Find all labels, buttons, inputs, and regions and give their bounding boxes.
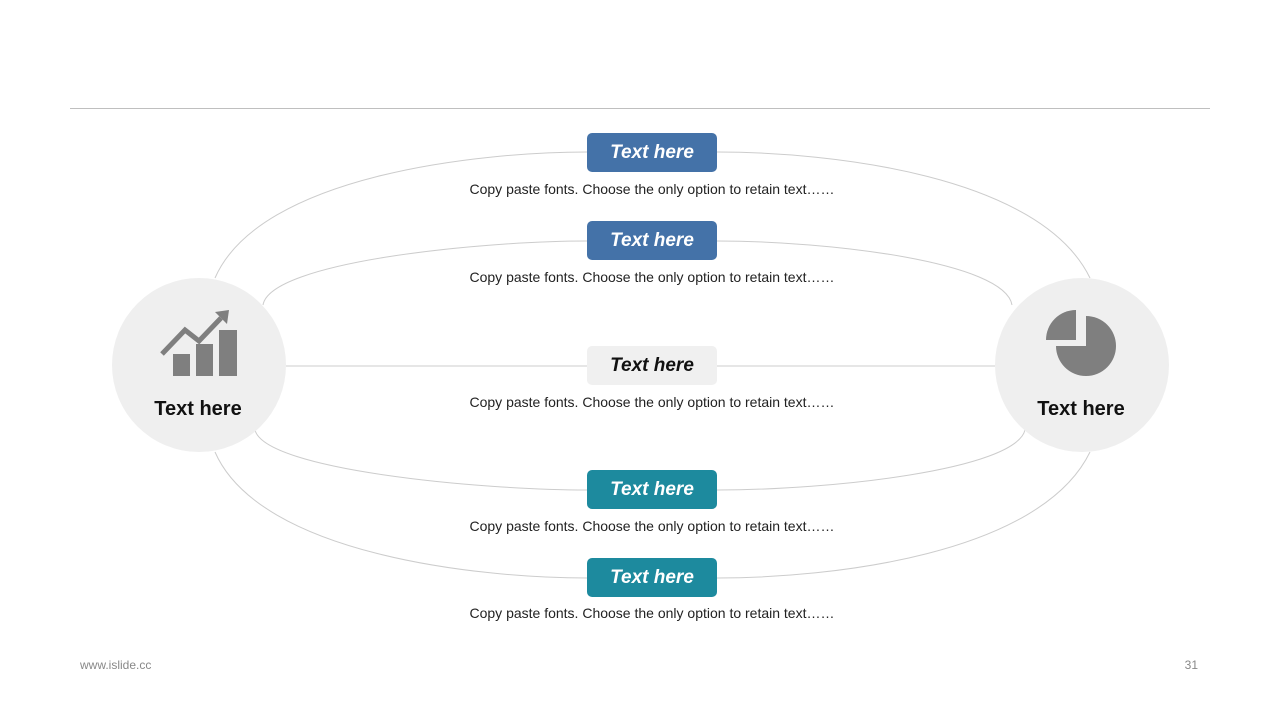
item-text-2: Copy paste fonts. Choose the only option… — [469, 269, 835, 285]
left-node-label: Text here — [154, 398, 242, 420]
connector-outer-top — [214, 151, 1091, 279]
item-title-3: Text here — [587, 346, 717, 385]
page-number: 31 — [1184, 658, 1198, 672]
pie-chart-icon — [1046, 310, 1116, 376]
footer-website: www.islide.cc — [80, 658, 152, 672]
connector-inner-bottom — [254, 429, 1026, 491]
connector-inner-top — [262, 240, 1013, 306]
connector-outer-bottom — [214, 451, 1091, 579]
item-title-5: Text here — [587, 558, 717, 597]
item-title-2: Text here — [587, 221, 717, 260]
top-divider — [70, 108, 1210, 109]
item-title-4: Text here — [587, 470, 717, 509]
item-text-5: Copy paste fonts. Choose the only option… — [469, 605, 835, 621]
item-text-1: Copy paste fonts. Choose the only option… — [469, 181, 835, 197]
item-title-1: Text here — [587, 133, 717, 172]
right-node-label: Text here — [1037, 398, 1125, 420]
item-text-3: Copy paste fonts. Choose the only option… — [469, 394, 835, 410]
item-text-4: Copy paste fonts. Choose the only option… — [469, 518, 835, 534]
bar-chart-growth-icon — [160, 310, 237, 376]
